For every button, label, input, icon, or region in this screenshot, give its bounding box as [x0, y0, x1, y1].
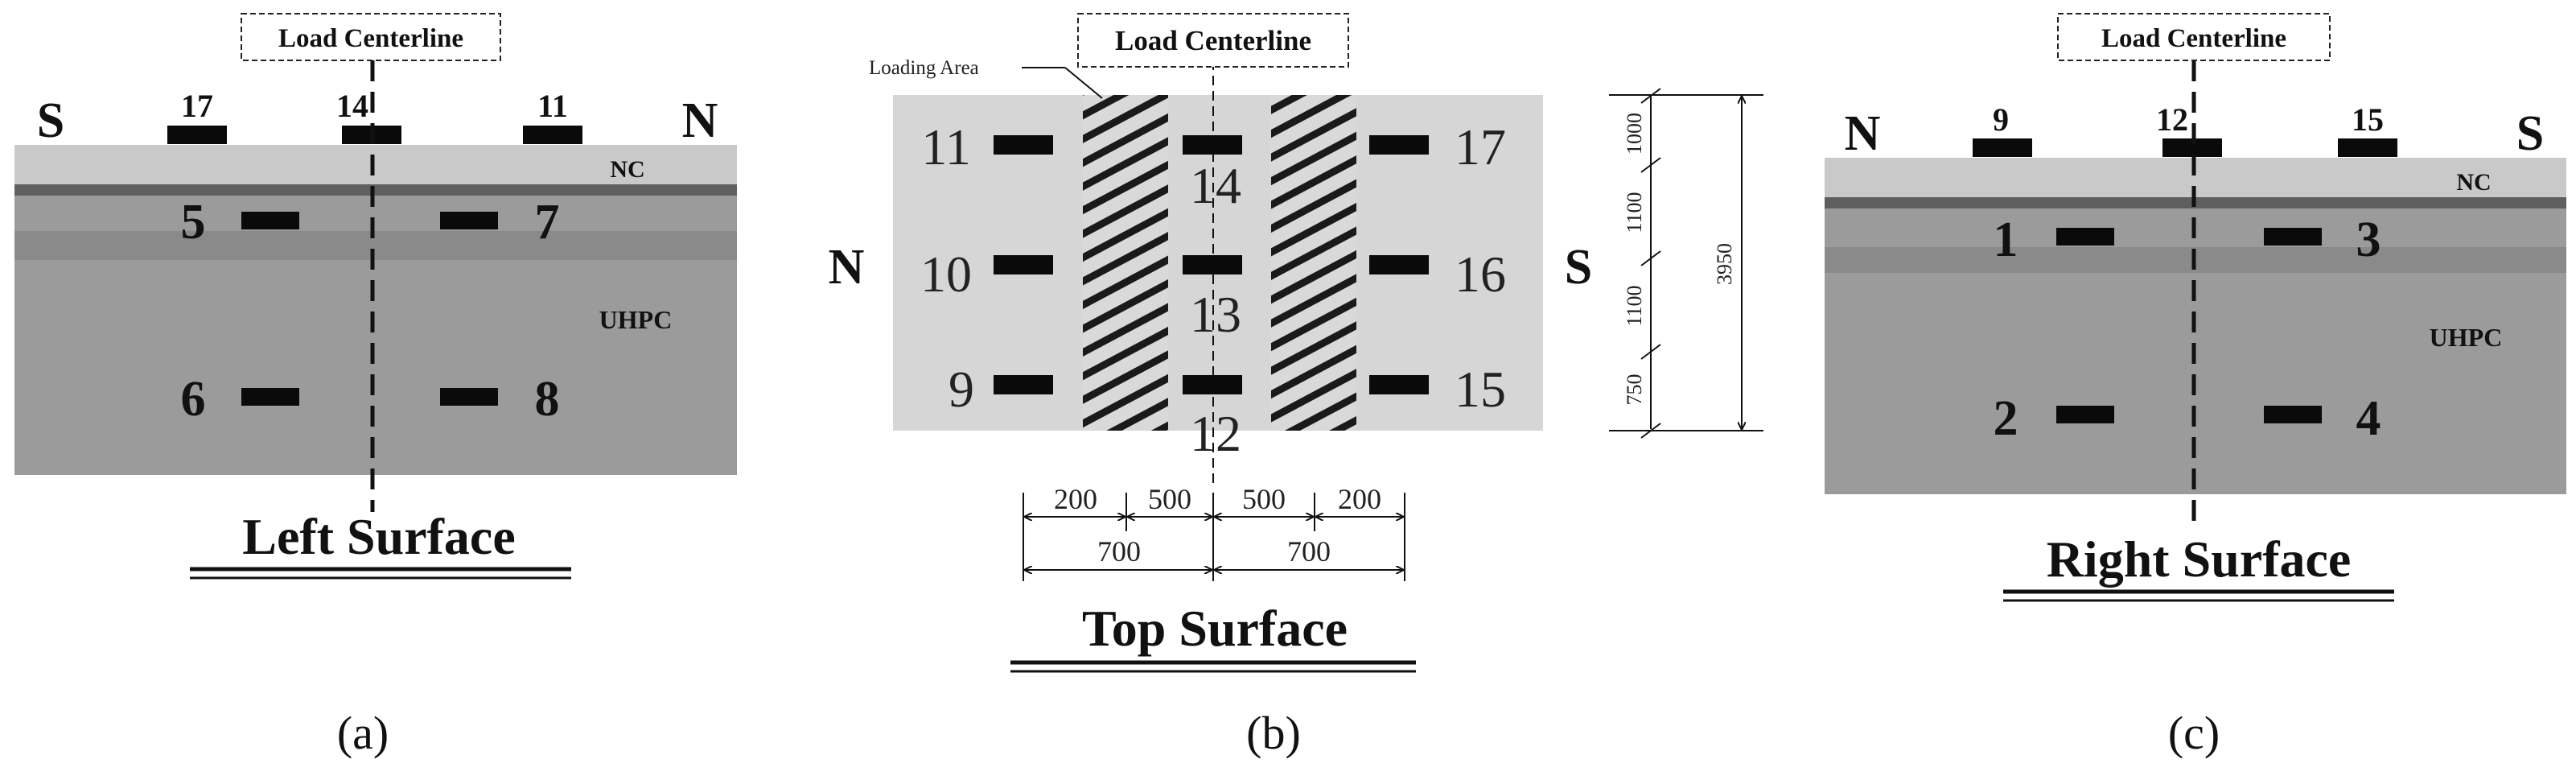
panel-caption: (c) — [2168, 707, 2220, 759]
direction-left: N — [829, 240, 865, 295]
gauge-label: 5 — [181, 195, 206, 250]
loading-area-leader — [1064, 67, 1103, 99]
gauge-label: 10 — [920, 246, 972, 303]
gauge-label: 2 — [1994, 391, 2018, 446]
gauge-label: 4 — [2356, 391, 2381, 446]
gauge-label: 1 — [1994, 213, 2018, 267]
centerline-label: Load Centerline — [1115, 25, 1311, 56]
gauge-label: 14 — [336, 88, 368, 124]
strain-gauge — [2264, 406, 2322, 423]
layer-label-uhpc: UHPC — [2430, 323, 2503, 352]
loading-area-left — [1083, 95, 1168, 431]
strain-gauge — [241, 212, 299, 229]
dimension-label: 1100 — [1623, 285, 1646, 326]
direction-left: N — [1845, 106, 1881, 161]
gauge-label: 3 — [2356, 213, 2381, 267]
gauge-label: 16 — [1455, 246, 1506, 303]
strain-gauge — [440, 212, 498, 229]
panel-title: Top Surface — [1082, 600, 1348, 657]
gauge-label: 15 — [1455, 361, 1506, 418]
panel-right-surface: Load Centerline N S 9 12 15 NC UHPC 1 3 … — [1825, 13, 2566, 759]
dimension-label: 500 — [1242, 483, 1286, 515]
centerline-label: Load Centerline — [2101, 24, 2286, 53]
direction-left: S — [37, 93, 64, 148]
layer-label-nc: NC — [610, 156, 644, 183]
horizontal-dimensions — [1023, 493, 1405, 581]
vertical-dimensions — [1609, 88, 1763, 439]
loading-area-label: Loading Area — [869, 57, 979, 79]
strain-gauge — [1369, 135, 1429, 155]
panel-title: Right Surface — [2047, 530, 2352, 588]
gauge-label: 15 — [2352, 101, 2384, 138]
dimension-label: 1100 — [1623, 192, 1646, 233]
gauge-label: 17 — [1455, 118, 1506, 175]
gauge-label: 11 — [921, 118, 971, 175]
centerline-label-box — [241, 13, 501, 61]
gauge-label: 14 — [1190, 157, 1241, 214]
gauge-label: 17 — [181, 88, 213, 124]
strain-gauge — [523, 126, 582, 144]
uhpc-band — [14, 231, 737, 260]
gauge-label: 9 — [949, 361, 974, 418]
dimension-label: 500 — [1148, 483, 1191, 515]
strain-gauge — [2162, 138, 2222, 157]
panel-caption: (b) — [1246, 707, 1301, 759]
strain-gauge — [241, 388, 299, 406]
dimension-label: 1000 — [1623, 113, 1646, 155]
strain-gauge — [2056, 406, 2114, 423]
direction-right: N — [682, 93, 718, 148]
layer-label-nc: NC — [2456, 169, 2491, 196]
strain-gauge — [994, 255, 1053, 274]
strain-gauge — [1369, 255, 1429, 274]
strain-gauge — [2338, 138, 2397, 157]
panel-left-surface: Load Centerline S N 17 14 11 NC UHPC 5 7… — [14, 13, 737, 759]
direction-right: S — [1565, 240, 1592, 295]
loading-area-right — [1271, 95, 1356, 431]
strain-gauge — [1183, 255, 1242, 274]
panel-title: Left Surface — [242, 508, 515, 565]
gauge-label: 13 — [1190, 286, 1241, 343]
direction-right: S — [2516, 106, 2544, 161]
gauge-label: 6 — [181, 372, 206, 427]
layer-label-uhpc: UHPC — [599, 305, 673, 334]
gauge-label: 12 — [1190, 405, 1241, 462]
dimension-label: 750 — [1623, 374, 1646, 406]
strain-gauge — [1973, 138, 2032, 157]
strain-gauge — [1183, 135, 1242, 155]
strain-gauge — [1183, 375, 1242, 394]
centerline-label: Load Centerline — [278, 24, 463, 53]
strain-gauge — [440, 388, 498, 406]
gauge-label: 11 — [537, 88, 568, 124]
panel-top-surface: Load Centerline Loading Area N S 11 14 1… — [829, 13, 1763, 759]
strain-gauge — [994, 135, 1053, 155]
dimension-total-label: 3950 — [1713, 243, 1736, 285]
strain-gauge — [2264, 228, 2322, 246]
dimension-label: 700 — [1287, 535, 1331, 567]
strain-gauge — [2056, 228, 2114, 246]
dimension-label: 200 — [1054, 483, 1097, 515]
gauge-label: 7 — [535, 195, 560, 250]
gauge-label: 12 — [2156, 101, 2188, 138]
centerline-label-box — [1077, 13, 1349, 68]
strain-gauge — [167, 126, 227, 144]
panel-caption: (a) — [337, 707, 389, 759]
gauge-label: 9 — [1993, 101, 2009, 138]
dimension-label: 700 — [1097, 535, 1141, 567]
nc-layer — [14, 145, 737, 185]
strain-gauge — [1369, 375, 1429, 394]
strain-gauge — [994, 375, 1053, 394]
dimension-label: 200 — [1338, 483, 1381, 515]
gauge-label: 8 — [535, 372, 560, 427]
centerline-label-box — [2057, 13, 2331, 61]
interface-line — [14, 184, 737, 196]
